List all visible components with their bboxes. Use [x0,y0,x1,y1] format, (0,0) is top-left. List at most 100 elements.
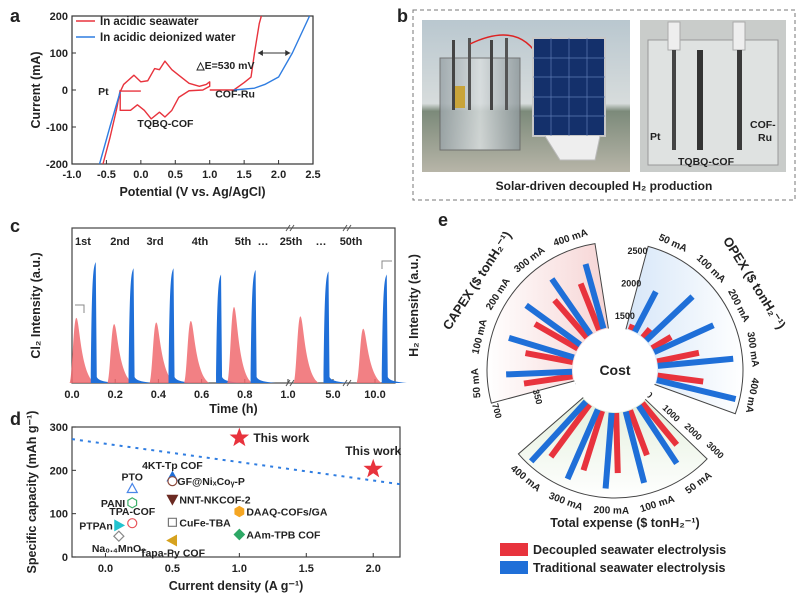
marker-diamond-open [113,530,125,543]
point-label: TPA-COF [109,506,155,518]
capex-bar-decoupled [552,298,590,340]
cl2-peak [69,317,95,383]
category-label: 200 mA [593,505,629,517]
y-tick-label: 0 [62,85,68,97]
marker-diamond [233,528,246,541]
capex-bar-traditional [524,302,583,348]
marker-circle-open [127,518,138,529]
marker-circle-open [167,476,178,487]
point-label: This work [345,444,401,458]
radial-tick-label: 3000 [704,440,725,461]
total-expense-sector-outline [517,397,708,499]
capex-bar-decoupled [577,282,602,332]
cycle-label: 2nd [110,236,130,248]
photo-panel-frame [412,9,796,201]
point-label: Tapa-Py COF [140,548,206,560]
y-tick-label: -100 [46,122,68,134]
x-axis-label: Potential (V vs. Ag/AgCl) [119,185,265,199]
radial-tick-label: 350 [531,388,545,405]
axis-break [285,224,295,387]
electrolyzer-photo: Pt TQBQ-COF COF- Ru [640,20,786,172]
series-line-seawater [119,60,211,120]
capex-bar-decoupled [523,373,573,387]
total-expense-bar-decoupled [548,402,592,459]
cycle-label: 1st [75,236,91,248]
cycle-label: 25th [280,236,303,248]
category-label: 100 mA [470,318,489,355]
y-axis-label: Current (mA) [29,51,43,128]
x-tick-label: 0.5 [168,169,183,181]
point-label: 4KT-Tp COF [142,460,203,472]
x-tick-label: -0.5 [97,169,116,181]
cl2-peak [149,322,175,383]
cl2-peak [356,328,382,383]
x-tick-label: 2.0 [271,169,286,181]
opex-bar-traditional [656,377,737,402]
marker-square-open [167,517,178,527]
left-axis-indicator [75,304,85,313]
cof-ru-label: COF-Ru [215,88,255,100]
x-tick-label: 0.4 [151,389,167,401]
point-label: NNT-NKCOF-2 [179,494,250,506]
legend-swatch-traditional [500,561,528,574]
y-tick-label: 200 [50,11,68,23]
x-tick-label: 0.0 [98,563,113,575]
cycle-label: … [316,236,327,248]
h2-peak [216,274,242,383]
x-tick-label: 2.0 [366,563,381,575]
marker-hexagon-open [127,497,138,509]
opex-bar-traditional [652,322,715,355]
total-expense-bar-traditional [636,404,680,466]
opex-bar-decoupled [627,323,636,332]
cl2-peak [107,324,133,383]
radial-tick-label: 700 [490,402,504,419]
cycle-label: 4th [192,236,209,248]
capex-bar-decoupled [533,321,580,352]
delta-e-label: △E=530 mV [196,60,255,72]
opex-bar-traditional [657,355,734,369]
x-tick-label: 0.0 [133,169,148,181]
point-label: This work [253,431,309,445]
panel-letter-a: a [10,6,21,26]
category-label: 300 mA [547,491,584,514]
y-tick-label: 100 [50,48,68,60]
x-axis-label: Time (h) [209,402,257,416]
center-hub [573,328,657,412]
point-label: CuFe-TBA [179,517,231,529]
h2-peak [381,274,407,383]
x-tick-label: 10.0 [364,389,385,401]
total-expense-bar-traditional [622,410,648,484]
opex-sector [625,246,743,414]
total-expense-bar-decoupled [640,401,680,447]
pt-label: Pt [98,86,109,98]
center-label: Cost [599,362,630,378]
cl2-peak [227,307,252,383]
x-axis-label: Current density (A g⁻¹) [169,579,304,593]
x-tick-label: 0.2 [108,389,123,401]
opex-bar-decoupled [640,327,653,340]
tqbq-cof-label: TQBQ-COF [137,118,194,130]
y-axis-label-right: H₂ Intensity (a.u.) [407,254,421,357]
point-label: PTPAn [79,520,113,532]
cycle-label: 50th [340,236,363,248]
panel-letter-b: b [397,6,408,26]
series-line-seawater [209,15,263,91]
total-expense-bar-decoupled [580,410,605,472]
legend-swatch-decoupled [500,543,528,556]
capex-bar-traditional [506,368,573,378]
capex-bar-decoupled [524,350,574,365]
total-expense-title: Total expense ($ tonH₂⁻¹) [550,516,699,530]
plot-frame [71,426,401,558]
y-tick-label: -200 [46,159,68,171]
solar-setup-photo [422,20,630,172]
h2-peak [128,268,154,383]
photo-caption: Solar-driven decoupled H₂ production [496,179,713,193]
h2-peak [90,262,116,383]
h2-peak [168,268,194,383]
marker-star [363,458,383,478]
x-tick-label: 0.0 [64,389,79,401]
